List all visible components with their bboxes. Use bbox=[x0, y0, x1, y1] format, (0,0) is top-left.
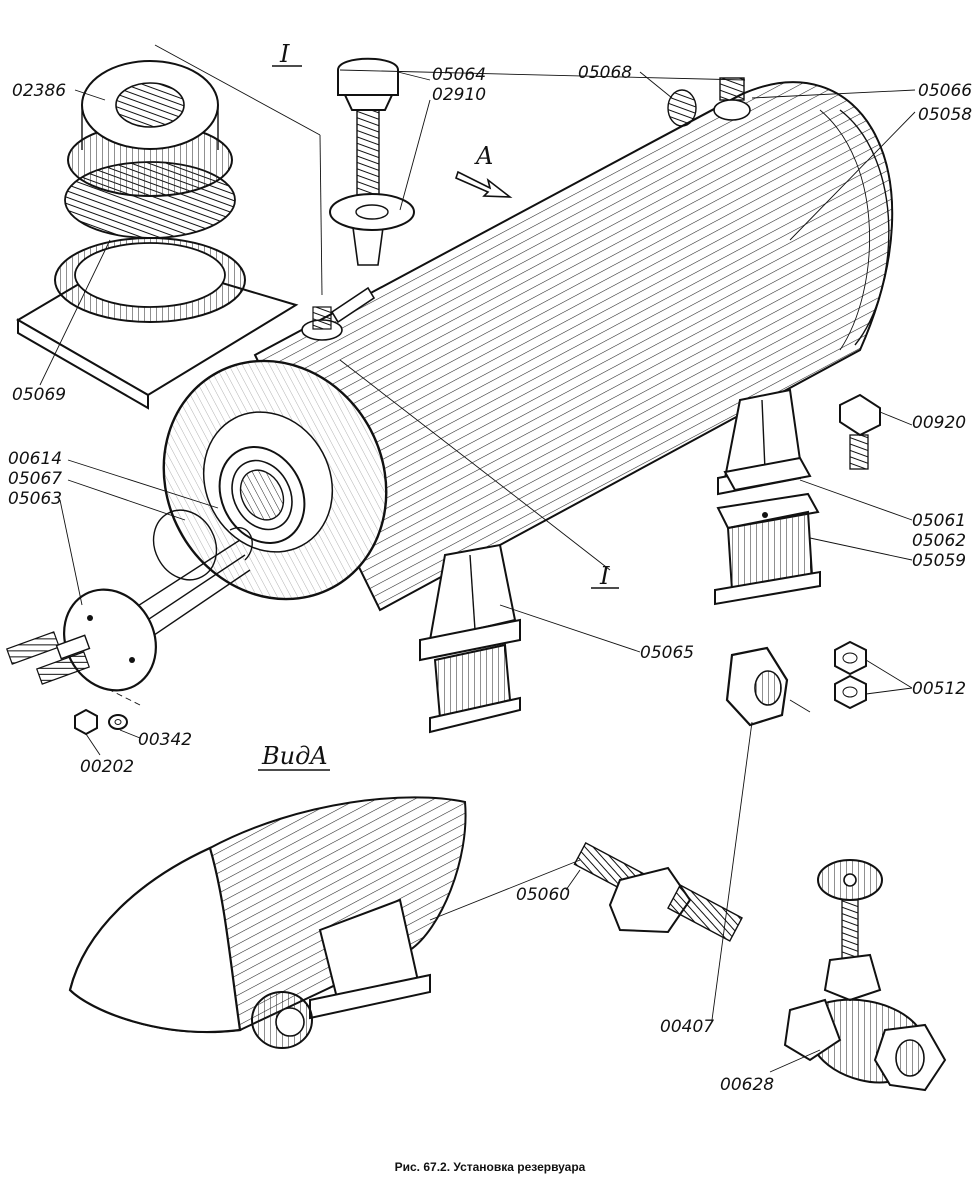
nuts-00512 bbox=[834, 640, 867, 710]
label-00628: 00628 bbox=[720, 1075, 774, 1095]
label-00512: 00512 bbox=[912, 679, 966, 699]
bolt-00920 bbox=[839, 393, 881, 470]
valve-00628 bbox=[783, 859, 947, 1092]
leader-lines bbox=[39, 44, 916, 1073]
label-05062: 05062 bbox=[912, 531, 966, 551]
fitting-02386 bbox=[16, 60, 299, 410]
assembly-drawing: 02386 05064 02910 05068 05066 05058 0506… bbox=[6, 40, 972, 1095]
label-00407: 00407 bbox=[660, 1017, 714, 1037]
label-05067: 05067 bbox=[8, 469, 62, 489]
label-02910: 02910 bbox=[432, 85, 486, 105]
support-left bbox=[419, 543, 521, 734]
label-02386: 02386 bbox=[12, 81, 66, 101]
label-00202: 00202 bbox=[80, 757, 134, 777]
heater-plate bbox=[63, 588, 157, 692]
label-05064: 05064 bbox=[432, 65, 486, 85]
washer-00342 bbox=[108, 714, 128, 730]
fitting-05065-top bbox=[301, 286, 376, 341]
view-arrow-a bbox=[455, 170, 513, 198]
support-foot-separate bbox=[714, 456, 821, 606]
label-00614: 00614 bbox=[8, 449, 62, 469]
part-labels: 02386 05064 02910 05068 05066 05058 0506… bbox=[8, 40, 972, 1095]
view-a-title: ВидA bbox=[261, 742, 328, 770]
label-05059: 05059 bbox=[912, 551, 966, 571]
nut-00202 bbox=[74, 708, 98, 736]
nipple-05060 bbox=[573, 842, 743, 942]
tank-body bbox=[253, 81, 894, 612]
label-05069: 05069 bbox=[12, 385, 66, 405]
label-05060: 05060 bbox=[516, 885, 570, 905]
label-05066: 05066 bbox=[918, 81, 972, 101]
fitting-05066 bbox=[713, 77, 751, 121]
view-arrow-letter: A bbox=[474, 142, 493, 170]
label-05061: 05061 bbox=[912, 511, 966, 531]
label-00920: 00920 bbox=[912, 413, 966, 433]
plug-05064 bbox=[337, 57, 399, 266]
label-00342: 00342 bbox=[138, 730, 192, 750]
heater-flange bbox=[218, 446, 306, 544]
gasket-02910 bbox=[329, 193, 415, 231]
nut-00407 bbox=[725, 646, 789, 727]
label-05063: 05063 bbox=[8, 489, 62, 509]
view-a-tank bbox=[68, 796, 467, 1049]
section-mark-top: I bbox=[279, 40, 290, 68]
figure-caption: Рис. 67.2. Установка резервуара bbox=[394, 1160, 586, 1174]
terminal-studs bbox=[6, 631, 91, 685]
label-05068: 05068 bbox=[578, 63, 632, 83]
fitting-05068 bbox=[667, 89, 697, 127]
label-05058: 05058 bbox=[918, 105, 972, 125]
section-mark-bottom: I bbox=[599, 562, 610, 590]
label-05065: 05065 bbox=[640, 643, 694, 663]
